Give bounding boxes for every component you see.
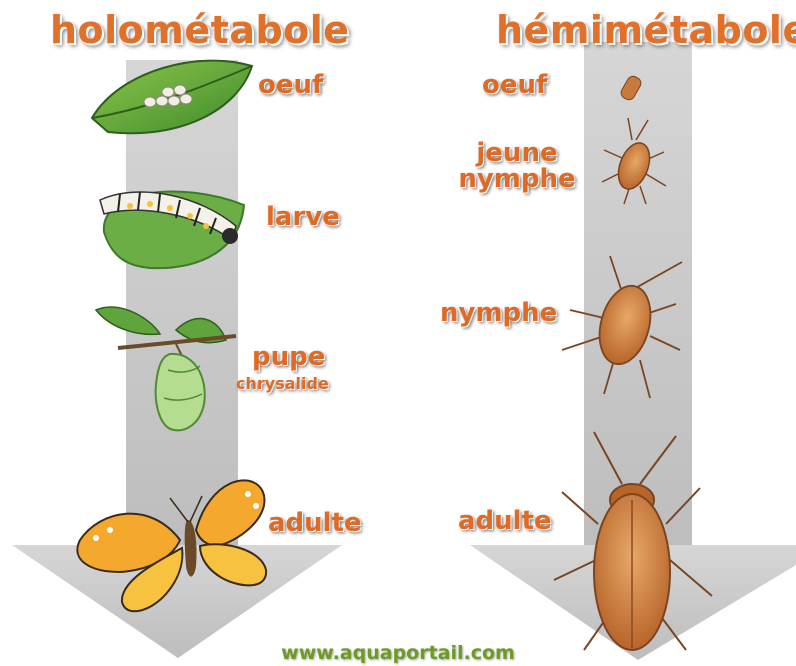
hemimetabole-title: hémimétabole	[496, 8, 796, 52]
holometabole-title: holométabole	[50, 8, 350, 52]
right-adult-label: adulte	[458, 508, 552, 534]
left-larva-label: larve	[266, 204, 340, 230]
left-adult-label: adulte	[268, 510, 362, 536]
left-chrysalis-label: chrysalide	[236, 376, 329, 392]
left-pupa-label: pupe	[252, 344, 325, 370]
right-young-nymph-label: jeune nymphe	[452, 140, 582, 192]
right-young-nymph-line2: nymphe	[458, 164, 575, 194]
footer-url: www.aquaportail.com	[0, 642, 796, 664]
right-egg-label: oeuf	[482, 72, 547, 98]
left-egg-label: oeuf	[258, 72, 323, 98]
right-nymph-label: nymphe	[440, 300, 557, 326]
